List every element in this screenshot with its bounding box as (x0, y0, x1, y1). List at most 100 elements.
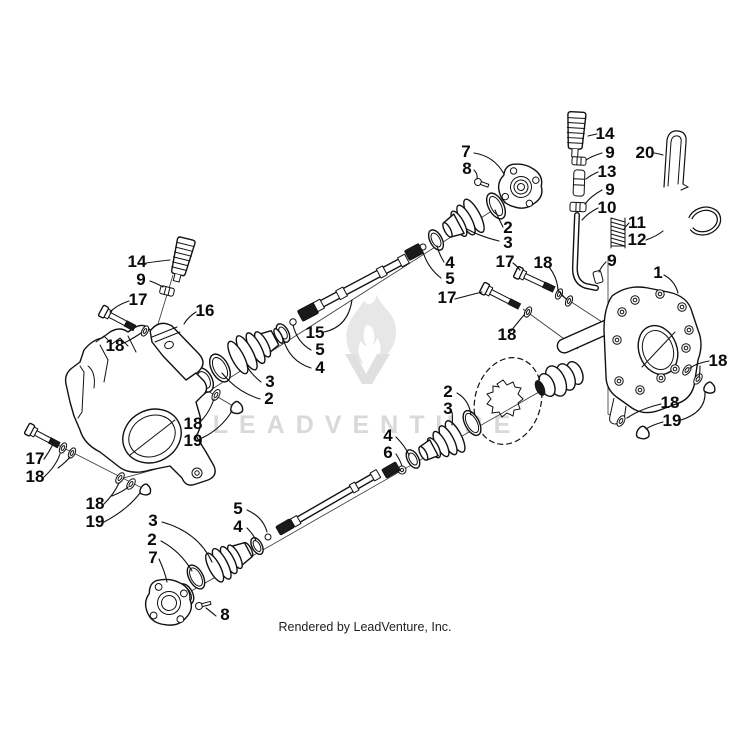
callout-label: 18 (534, 253, 553, 272)
callout-label: 18 (709, 351, 728, 370)
callout-label: 4 (383, 426, 393, 445)
bearing-ring (405, 449, 421, 469)
callout-label: 12 (628, 230, 647, 249)
v-logo (345, 354, 390, 384)
callout-label: 7 (461, 142, 470, 161)
callout-label: 4 (233, 517, 243, 536)
acorn-nut (703, 381, 716, 394)
cover-bolts (612, 289, 694, 395)
callout-label: 8 (220, 605, 229, 624)
hose-clamp (592, 270, 604, 284)
output-flange (144, 578, 193, 626)
washer (115, 472, 125, 484)
callout-label: 17 (438, 288, 457, 307)
callout-label: 4 (445, 253, 455, 272)
callout-labels: 7 8 14 9 13 9 10 20 11 12 17 18 9 1 17 1… (26, 124, 728, 624)
shaft-spline-end (275, 518, 295, 536)
callout-label: 19 (86, 512, 105, 531)
washer (58, 442, 68, 454)
callout-label: 10 (598, 198, 617, 217)
washer (140, 325, 150, 337)
leader-lines (43, 133, 710, 617)
callout-label: 16 (196, 301, 215, 320)
callout-label: 18 (26, 467, 45, 486)
callout-label: 7 (148, 548, 157, 567)
callout-label: 2 (503, 218, 512, 237)
spring (610, 217, 626, 249)
callout-label: 3 (503, 233, 512, 252)
acorn-nut (139, 483, 152, 496)
brake-disc (473, 357, 543, 445)
callout-label: 3 (265, 372, 274, 391)
circlip (289, 318, 297, 326)
front-gearcase (64, 322, 216, 486)
callout-label: 9 (605, 180, 614, 199)
front-fasteners (23, 304, 244, 496)
hex-bolt (513, 265, 556, 293)
callout-label: 9 (607, 251, 616, 270)
cv-boot (227, 328, 284, 375)
callout-label: 17 (496, 252, 515, 271)
callout-label: 9 (136, 270, 145, 289)
washer (564, 295, 574, 307)
callout-label: 18 (86, 494, 105, 513)
callout-label: 5 (233, 499, 242, 518)
callout-label: 6 (383, 443, 392, 462)
callout-label: 19 (184, 431, 203, 450)
front-drive-assembly (209, 163, 543, 383)
case-lug (191, 467, 203, 479)
hex-bolt (478, 281, 522, 310)
callout-label: 2 (147, 530, 156, 549)
vent-boot-left-set (159, 236, 196, 297)
prop-shaft (289, 469, 382, 528)
callout-label: 18 (498, 325, 517, 344)
case-rib (95, 335, 129, 347)
callout-label: 14 (596, 124, 615, 143)
flame-inner (363, 325, 375, 349)
prop-shaft (312, 253, 410, 313)
rear-gearcase (534, 286, 716, 440)
shaft-spline-end (404, 243, 424, 261)
leadventure-watermark: LEADVENTURE (213, 294, 510, 439)
shaft-spline-end (297, 302, 319, 322)
callout-label: 20 (636, 143, 655, 162)
callout-label: 5 (315, 340, 324, 359)
callout-label: 18 (106, 336, 125, 355)
vent-tube-assembly (566, 111, 604, 291)
snap-ring (688, 206, 722, 236)
seal-ring (462, 409, 482, 437)
callout-label: 18 (184, 414, 203, 433)
washer (616, 415, 626, 427)
callout-label: 8 (462, 159, 471, 178)
seal-ring (485, 192, 507, 220)
hex-bolt (23, 422, 61, 449)
washer (693, 373, 703, 385)
callout-label: 17 (26, 449, 45, 468)
retainer-clip (663, 130, 690, 191)
vent-boot (170, 236, 196, 283)
cv-boot (418, 420, 466, 461)
acorn-nut (635, 425, 650, 440)
callout-label: 3 (443, 399, 452, 418)
callout-label: 14 (128, 252, 147, 271)
callout-label: 13 (598, 162, 617, 181)
cv-boot (442, 198, 485, 238)
circlip (264, 533, 272, 541)
vent-fitting (572, 169, 586, 197)
shaft-spline-end (381, 461, 401, 479)
callout-label: 11 (628, 213, 646, 232)
disc-spline-hole (486, 379, 524, 418)
cv-boot (204, 541, 254, 583)
washer (211, 389, 221, 401)
vent-tube (571, 212, 599, 291)
render-credit: Rendered by LeadVenture, Inc. (278, 620, 451, 634)
rear-drive-assembly (144, 409, 482, 626)
washer (126, 478, 136, 490)
callout-label: 9 (605, 143, 614, 162)
callout-label: 17 (129, 290, 148, 309)
hose-clamp (159, 285, 175, 297)
bearing-ring (427, 229, 445, 251)
callout-label: 19 (663, 411, 682, 430)
hose-clamp (571, 156, 587, 166)
